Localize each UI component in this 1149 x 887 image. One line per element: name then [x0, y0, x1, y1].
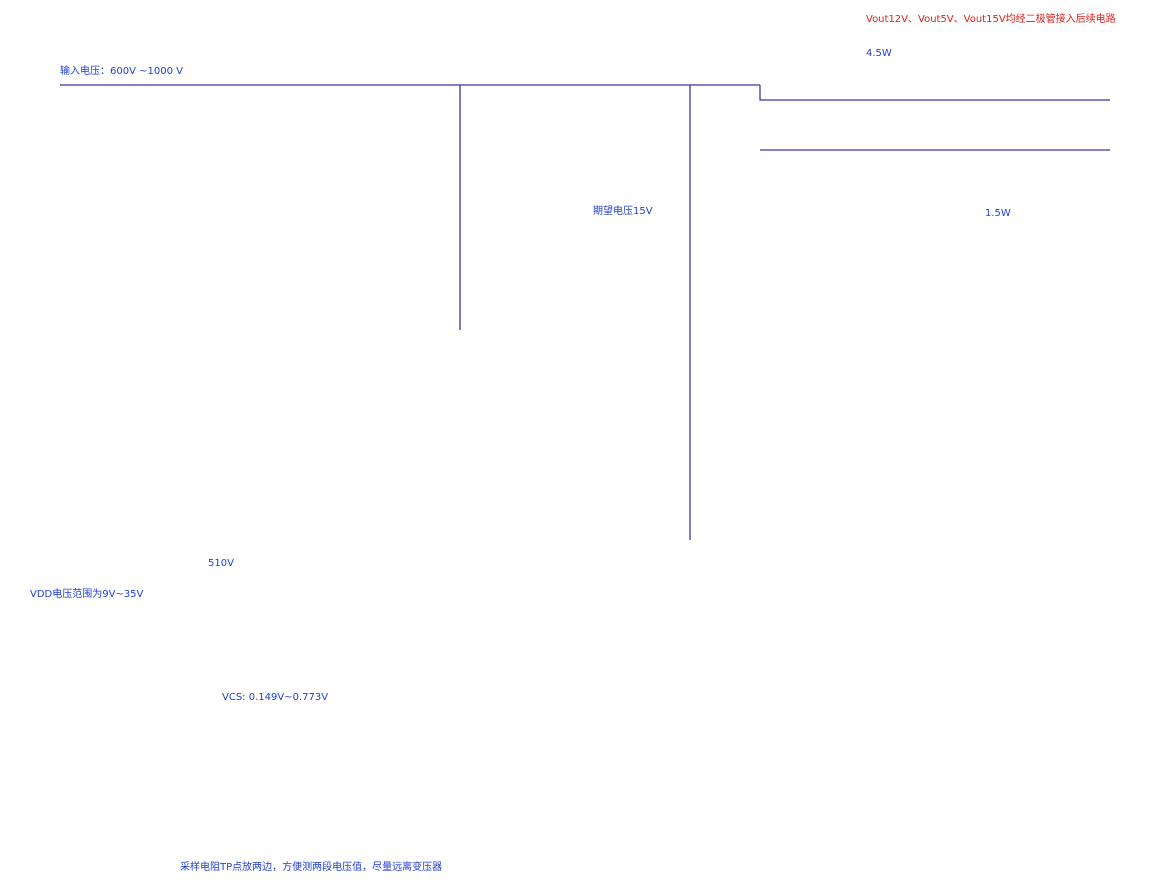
vdd-range-note: VDD电压范围为9V~35V	[30, 587, 144, 600]
input-voltage-note: 输入电压：600V ~1000 V	[60, 64, 183, 77]
power-15-label: 1.5W	[985, 208, 1011, 219]
vcs-label: VCS: 0.149V~0.773V	[222, 692, 328, 703]
expected-voltage-note: 期望电压15V	[593, 204, 653, 217]
sample-note: 采样电阻TP点放两边，方便测两段电压值，尽量远离变压器	[180, 860, 442, 873]
power-45-label: 4.5W	[866, 48, 892, 59]
top-red-note: Vout12V、Vout5V、Vout15V均经二极管接入后续电路	[866, 12, 1116, 25]
v510-label: 510V	[208, 558, 234, 569]
